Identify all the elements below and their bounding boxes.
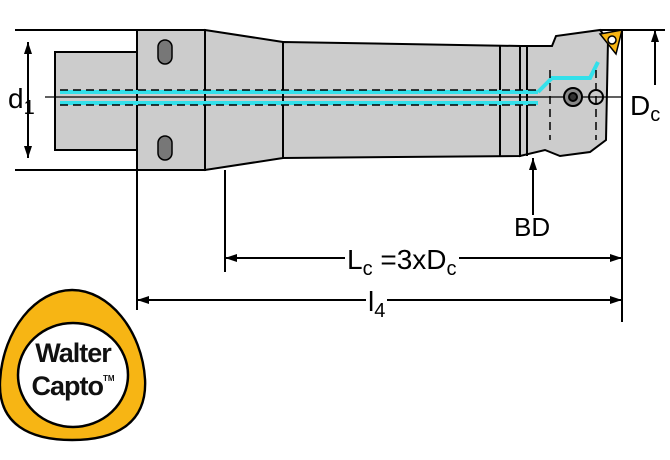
lc-label: Lc =3xDc — [345, 244, 459, 280]
d1-label: d1 — [8, 83, 35, 119]
screws — [563, 87, 604, 107]
bd-label: BD — [514, 212, 551, 242]
walter-capto-logo — [0, 288, 147, 442]
body — [282, 40, 521, 160]
hidden-lines — [60, 70, 597, 140]
dc-label: Dc — [630, 90, 661, 126]
taper — [204, 28, 284, 172]
l4-label: l4 — [366, 286, 388, 322]
coolant-channel — [60, 61, 600, 105]
insert — [598, 29, 624, 56]
clamp-slots — [157, 39, 173, 161]
tool-body — [54, 28, 610, 172]
